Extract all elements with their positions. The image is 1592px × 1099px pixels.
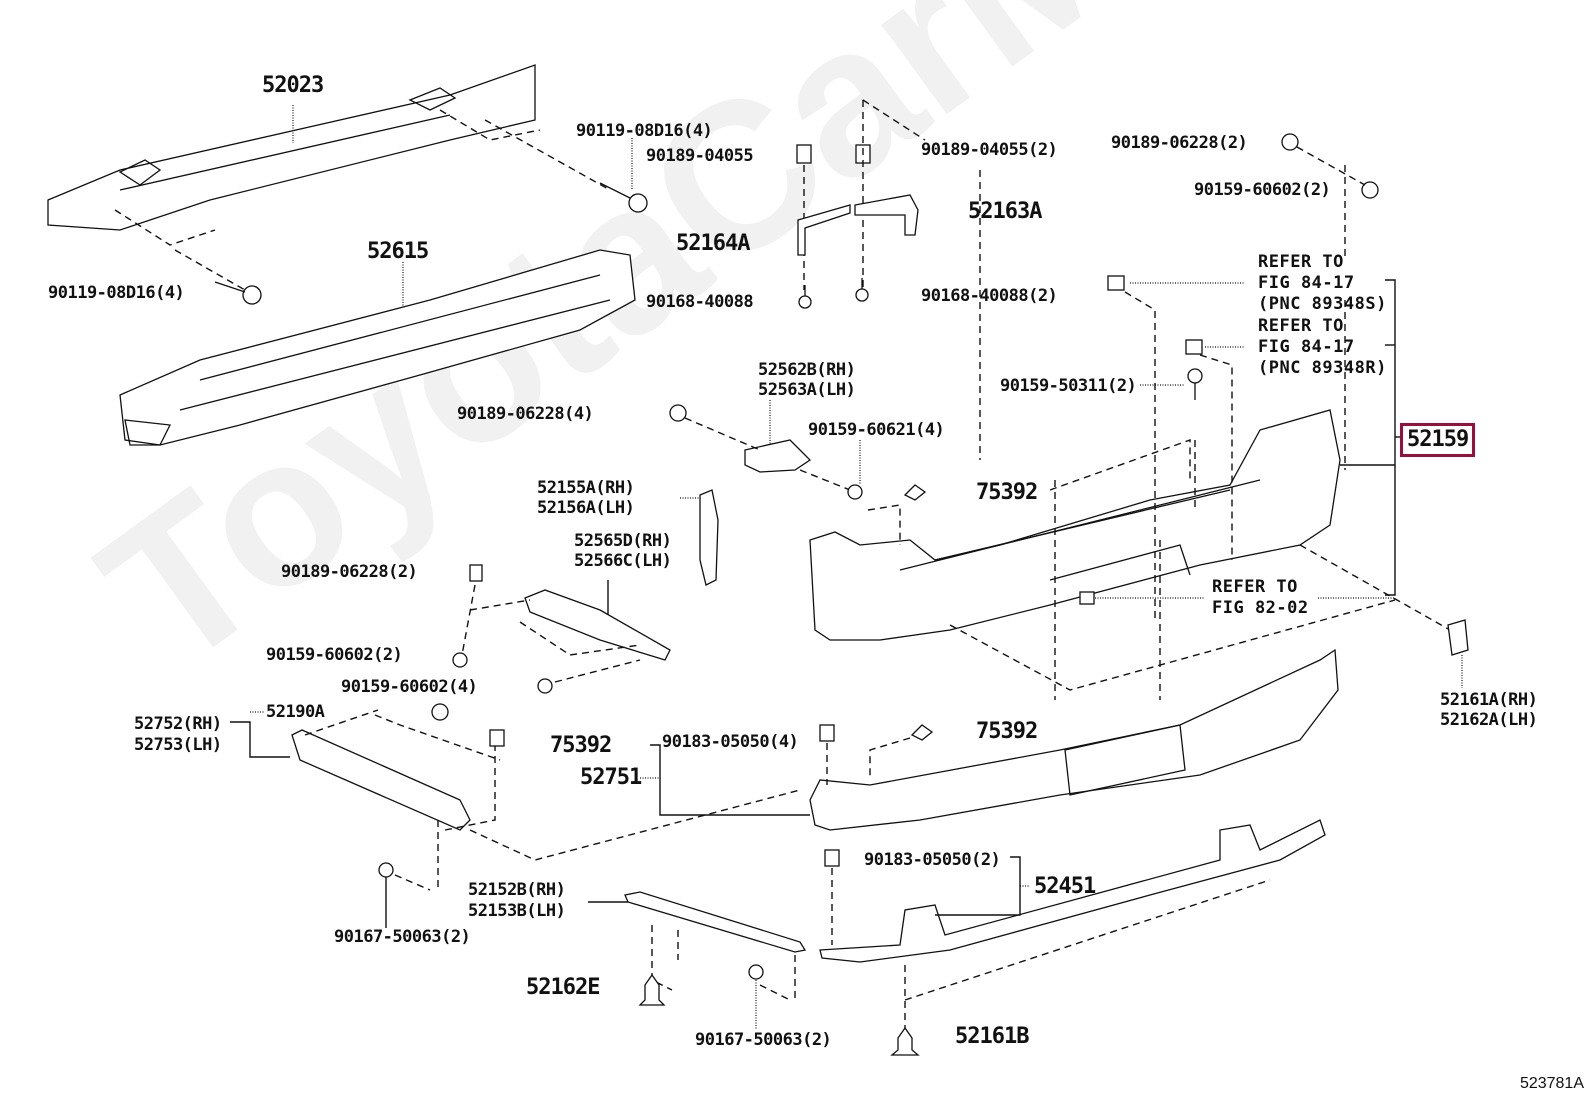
screw-90159-60602-top[interactable]	[1361, 181, 1379, 199]
screw-90159-60621[interactable]	[847, 484, 863, 500]
clip-90189-06228-2-left[interactable]	[469, 564, 483, 582]
clip-90183-05050-4[interactable]	[819, 724, 835, 742]
refer-fig-82-02[interactable]: REFER TO FIG 82-02	[1212, 577, 1309, 619]
label-90159-50311[interactable]: 90159-50311(2)	[1000, 376, 1137, 396]
label-90159-60602-4[interactable]: 90159-60602(4)	[341, 677, 478, 697]
label-52152B[interactable]: 52152B(RH)	[468, 880, 566, 900]
label-90189-04055[interactable]: 90189-04055	[646, 146, 754, 166]
bolt-90119-top[interactable]	[599, 182, 648, 213]
refer-line-3: (PNC 89348R)	[1258, 358, 1387, 378]
part-52751-lower-cover[interactable]	[809, 648, 1339, 831]
clip-75392-c[interactable]	[910, 724, 934, 741]
label-52162E[interactable]: 52162E	[526, 975, 600, 1000]
clip-52190A[interactable]	[431, 703, 449, 721]
refer-fig-84-17-s[interactable]: REFER TO FIG 84-17 (PNC 89348S)	[1258, 252, 1387, 315]
refer-line-2: FIG 82-02	[1212, 598, 1309, 618]
screw-90168-40088-2[interactable]	[855, 278, 869, 302]
clip-90189-06228-top[interactable]	[1281, 133, 1299, 151]
screw-90167-50063-left[interactable]	[378, 862, 394, 878]
refer-fig-84-17-r[interactable]: REFER TO FIG 84-17 (PNC 89348R)	[1258, 316, 1387, 379]
label-52752[interactable]: 52752(RH)	[134, 714, 222, 734]
label-90159-60621[interactable]: 90159-60621(4)	[808, 420, 945, 440]
refer-line-2: FIG 84-17	[1258, 337, 1355, 357]
label-52565D[interactable]: 52565D(RH)	[574, 531, 672, 551]
label-90168-40088-2[interactable]: 90168-40088(2)	[921, 286, 1058, 306]
label-90168-40088[interactable]: 90168-40088	[646, 292, 754, 312]
label-90189-04055-2[interactable]: 90189-04055(2)	[921, 140, 1058, 160]
label-52159-highlighted[interactable]: 52159	[1400, 423, 1476, 457]
label-52164A[interactable]: 52164A	[676, 231, 750, 256]
screw-90159-50311[interactable]	[1187, 368, 1203, 400]
label-52753[interactable]: 52753(LH)	[134, 735, 222, 755]
clip-90183-05050-2[interactable]	[824, 849, 840, 867]
label-75392-c[interactable]: 75392	[976, 719, 1038, 744]
refer-line-2: FIG 84-17	[1258, 273, 1355, 293]
part-52023-bumper-reinforcement[interactable]	[47, 64, 536, 231]
label-90167-50063-bottom[interactable]: 90167-50063(2)	[695, 1030, 832, 1050]
label-90159-60602-2-left[interactable]: 90159-60602(2)	[266, 645, 403, 665]
label-90159-60602-2-top[interactable]: 90159-60602(2)	[1194, 180, 1331, 200]
refer-line-3: (PNC 89348S)	[1258, 294, 1387, 314]
label-52563A[interactable]: 52563A(LH)	[758, 380, 856, 400]
part-52164A-bracket[interactable]	[797, 204, 851, 256]
label-52162A[interactable]: 52162A(LH)	[1440, 710, 1538, 730]
clip-52162E[interactable]	[638, 973, 666, 1006]
label-52163A[interactable]: 52163A	[968, 199, 1042, 224]
clip-90189-04055[interactable]	[796, 144, 812, 164]
label-90183-05050-2[interactable]: 90183-05050(2)	[864, 850, 1001, 870]
label-52190A[interactable]: 52190A	[266, 702, 325, 722]
part-52451-lower-trim[interactable]	[819, 819, 1326, 963]
label-52562B[interactable]: 52562B(RH)	[758, 360, 856, 380]
refer-line-1: REFER TO	[1258, 316, 1344, 336]
label-90189-06228-2-left[interactable]: 90189-06228(2)	[281, 562, 418, 582]
clip-52161B[interactable]	[890, 1026, 920, 1056]
clip-90189-06228-4[interactable]	[669, 404, 687, 422]
clip-refer-fig-84-17-r[interactable]	[1185, 339, 1203, 355]
label-52161A[interactable]: 52161A(RH)	[1440, 690, 1538, 710]
screw-90159-60602-4[interactable]	[537, 678, 553, 694]
label-90119-08D16-top[interactable]: 90119-08D16(4)	[576, 121, 713, 141]
part-52752-bumper-extension[interactable]	[291, 729, 471, 831]
label-90183-05050-4[interactable]: 90183-05050(4)	[662, 732, 799, 752]
label-52615[interactable]: 52615	[367, 239, 429, 264]
label-52153B[interactable]: 52153B(LH)	[468, 901, 566, 921]
label-52451[interactable]: 52451	[1034, 874, 1096, 899]
clip-75392-a[interactable]	[903, 484, 927, 501]
figure-id: 523781A	[1519, 1075, 1584, 1092]
clip-75392-b[interactable]	[489, 729, 505, 747]
label-90189-06228-4[interactable]: 90189-06228(4)	[457, 404, 594, 424]
part-52562B-bracket[interactable]	[744, 439, 812, 473]
refer-line-1: REFER TO	[1212, 577, 1298, 597]
bolt-90119-left[interactable]	[214, 281, 262, 305]
clip-refer-fig-84-17-s[interactable]	[1107, 275, 1125, 291]
label-52156A[interactable]: 52156A(LH)	[537, 498, 635, 518]
label-52751[interactable]: 52751	[580, 765, 642, 790]
label-75392-b[interactable]: 75392	[550, 733, 612, 758]
label-90189-06228-2-top[interactable]: 90189-06228(2)	[1111, 133, 1248, 153]
part-52163A-bracket[interactable]	[854, 194, 919, 236]
part-52155A-side-bracket[interactable]	[699, 489, 719, 586]
part-52161A-cap[interactable]	[1447, 619, 1469, 656]
clip-refer-fig-82-02[interactable]	[1079, 591, 1095, 605]
label-52566C[interactable]: 52566C(LH)	[574, 551, 672, 571]
label-90119-08D16-left[interactable]: 90119-08D16(4)	[48, 283, 185, 303]
part-52615-energy-absorber[interactable]	[119, 249, 636, 446]
screw-90167-50063-bottom[interactable]	[748, 964, 764, 980]
part-52565D-retainer[interactable]	[524, 589, 671, 661]
label-52161B[interactable]: 52161B	[955, 1024, 1029, 1049]
label-75392-a[interactable]: 75392	[976, 480, 1038, 505]
label-90167-50063-left[interactable]: 90167-50063(2)	[334, 927, 471, 947]
label-52155A[interactable]: 52155A(RH)	[537, 478, 635, 498]
label-52023[interactable]: 52023	[262, 73, 324, 98]
part-52159-bumper-cover[interactable]	[809, 409, 1341, 641]
screw-90159-60602-2-left[interactable]	[452, 652, 468, 668]
refer-line-1: REFER TO	[1258, 252, 1344, 272]
screw-90168-40088[interactable]	[798, 285, 812, 309]
